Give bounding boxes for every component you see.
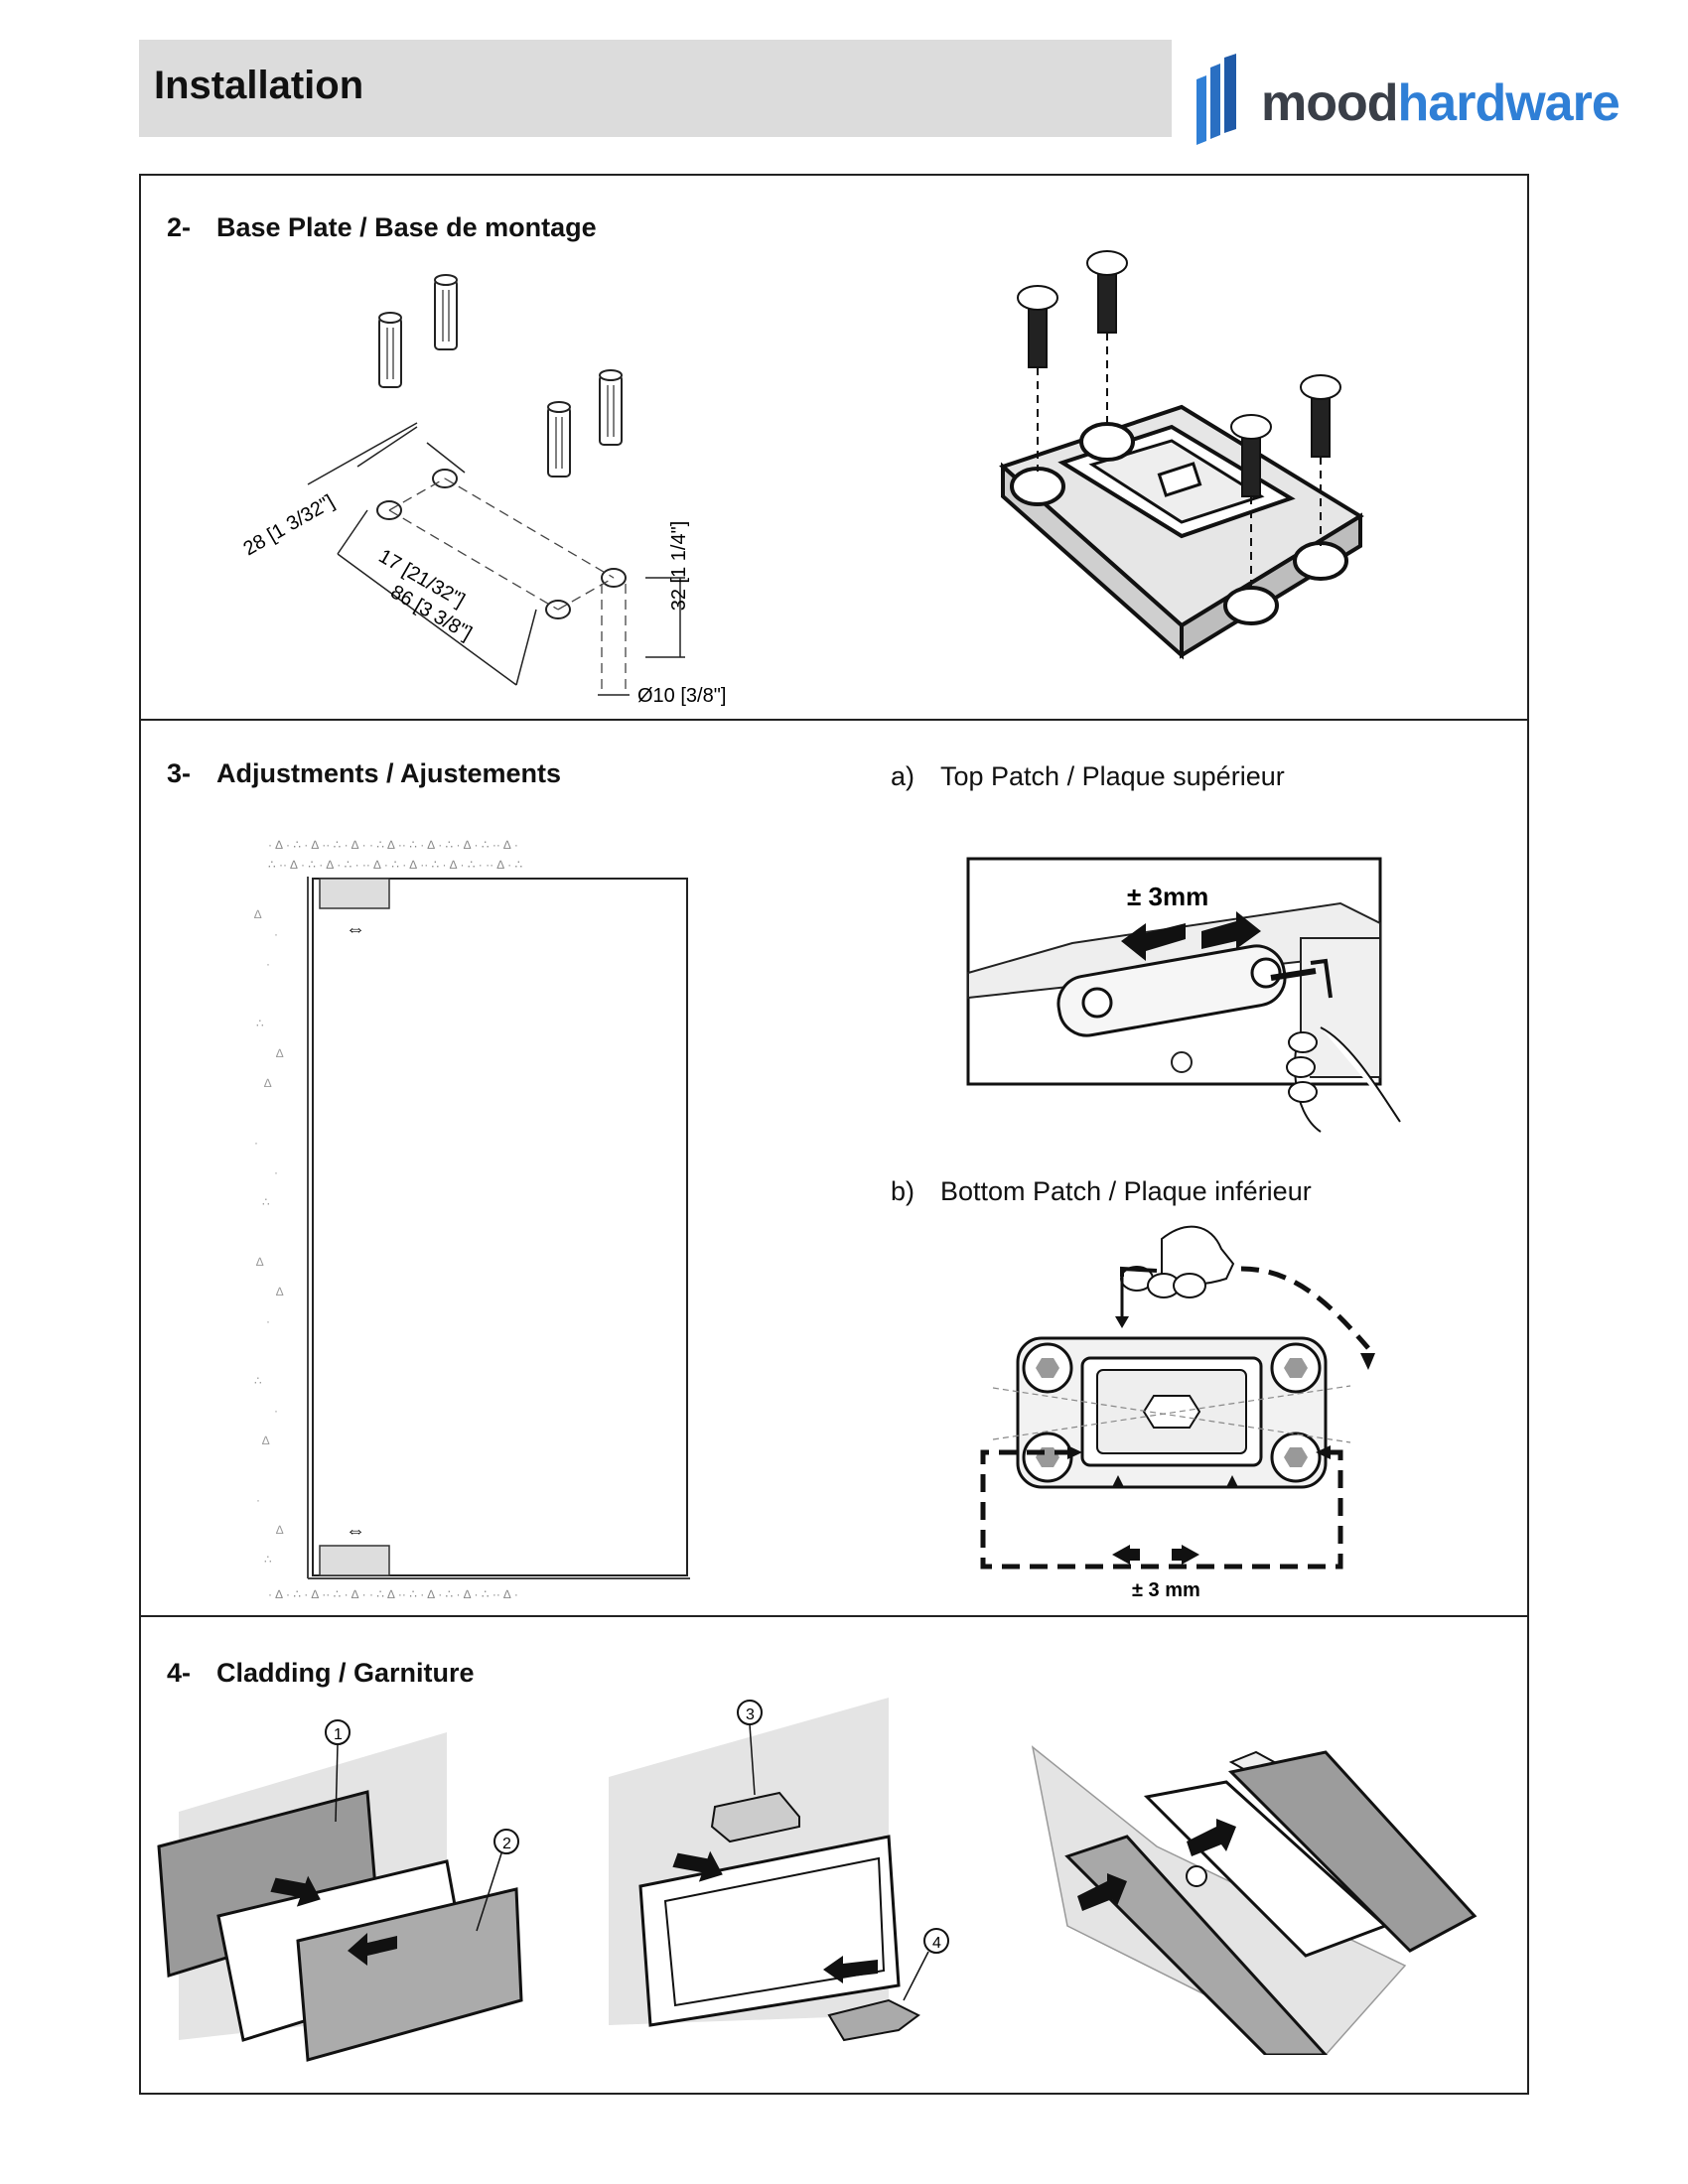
svg-text:32 [1 1/4"]: 32 [1 1/4"] [668, 521, 690, 612]
svg-text:∴: ∴ [254, 1374, 262, 1388]
sub-a-heading: a)Top Patch / Plaque supérieur [891, 761, 1285, 791]
svg-text:Ø10 [3/8"]: Ø10 [3/8"] [637, 685, 726, 707]
top-patch-adjustment-diagram: ± 3mm [966, 857, 1401, 1133]
svg-text:·: · [254, 1136, 258, 1150]
svg-text:± 3mm: ± 3mm [1127, 882, 1208, 911]
divider [139, 1615, 1529, 1617]
svg-text:·: · [256, 1493, 260, 1507]
cladding-step-3-diagram [1031, 1745, 1477, 2055]
page-title: Installation [154, 64, 364, 107]
section-4-heading: 4-Cladding / Garniture [167, 1658, 475, 1688]
svg-text:∆: ∆ [276, 1285, 284, 1298]
anchor-drilling-diagram: 28 [1 3/32"] 17 [21/32"] 86 [3 3/8"] 32 … [240, 274, 726, 707]
svg-text:∴: ∴ [264, 1553, 272, 1567]
brand-logo-text: moodhardware [1261, 74, 1620, 132]
sub-b-heading: b)Bottom Patch / Plaque inférieur [891, 1176, 1312, 1206]
svg-text:± 3 mm: ± 3 mm [1132, 1579, 1200, 1601]
svg-text:⇔: ⇔ [346, 918, 365, 940]
svg-text:· ∆ · ∴ · ∆ ·· ∴ · ∆ · · ∴ ∆: · ∆ · ∴ · ∆ ·· ∴ · ∆ · · ∴ ∆ ·· ∴ · ∆ · … [268, 838, 518, 852]
cladding-step-2-diagram: 3 4 [609, 1698, 949, 2042]
svg-text:·: · [274, 927, 278, 941]
base-plate-screws-diagram [999, 250, 1364, 660]
svg-text:∴ ·· ∆ · ∴ · ∆ · ∴ · ·· ∆ · ∴: ∴ ·· ∆ · ∴ · ∆ · ∴ · ·· ∆ · ∴ · ∆ ·· ∴ ·… [268, 858, 522, 872]
svg-text:∆: ∆ [264, 1076, 272, 1090]
cladding-step-1-diagram: 1 2 [157, 1719, 523, 2062]
svg-text:·: · [274, 1404, 278, 1418]
svg-text:∆: ∆ [262, 1433, 270, 1447]
svg-text:⇔: ⇔ [346, 1520, 365, 1542]
svg-text:∴: ∴ [262, 1195, 270, 1209]
svg-text:∴: ∴ [256, 1017, 264, 1030]
content-frame [139, 174, 1529, 2095]
svg-text:4: 4 [932, 1935, 941, 1952]
svg-text:·: · [266, 1314, 270, 1328]
svg-text:2: 2 [502, 1836, 511, 1852]
svg-text:∆: ∆ [254, 907, 262, 921]
svg-text:∆: ∆ [276, 1046, 284, 1060]
bottom-patch-adjustment-diagram: ± 3 mm [980, 1225, 1375, 1601]
svg-text:·: · [274, 1165, 278, 1179]
svg-text:3: 3 [746, 1706, 755, 1723]
svg-text:28 [1 3/32"]: 28 [1 3/32"] [240, 490, 339, 560]
svg-text:· ∆ · ∴ · ∆ ·· ∴ · ∆ · · ∴ ∆: · ∆ · ∴ · ∆ ·· ∴ · ∆ · · ∴ ∆ ·· ∴ · ∆ · … [268, 1587, 518, 1601]
section-3-heading: 3-Adjustments / Ajustements [167, 758, 562, 788]
section-2-heading: 2-Base Plate / Base de montage [167, 212, 597, 242]
svg-text:∆: ∆ [276, 1523, 284, 1537]
header-bar [139, 40, 1172, 137]
door-adjustment-diagram: · ∆ · ∴ · ∆ ·· ∴ · ∆ · · ∴ ∆ ·· ∴ · ∆ · … [254, 838, 690, 1601]
svg-text:∆: ∆ [256, 1255, 264, 1269]
svg-text:·: · [266, 957, 270, 971]
divider [139, 719, 1529, 721]
brand-logo-icon [1196, 54, 1236, 145]
svg-text:1: 1 [334, 1726, 343, 1743]
